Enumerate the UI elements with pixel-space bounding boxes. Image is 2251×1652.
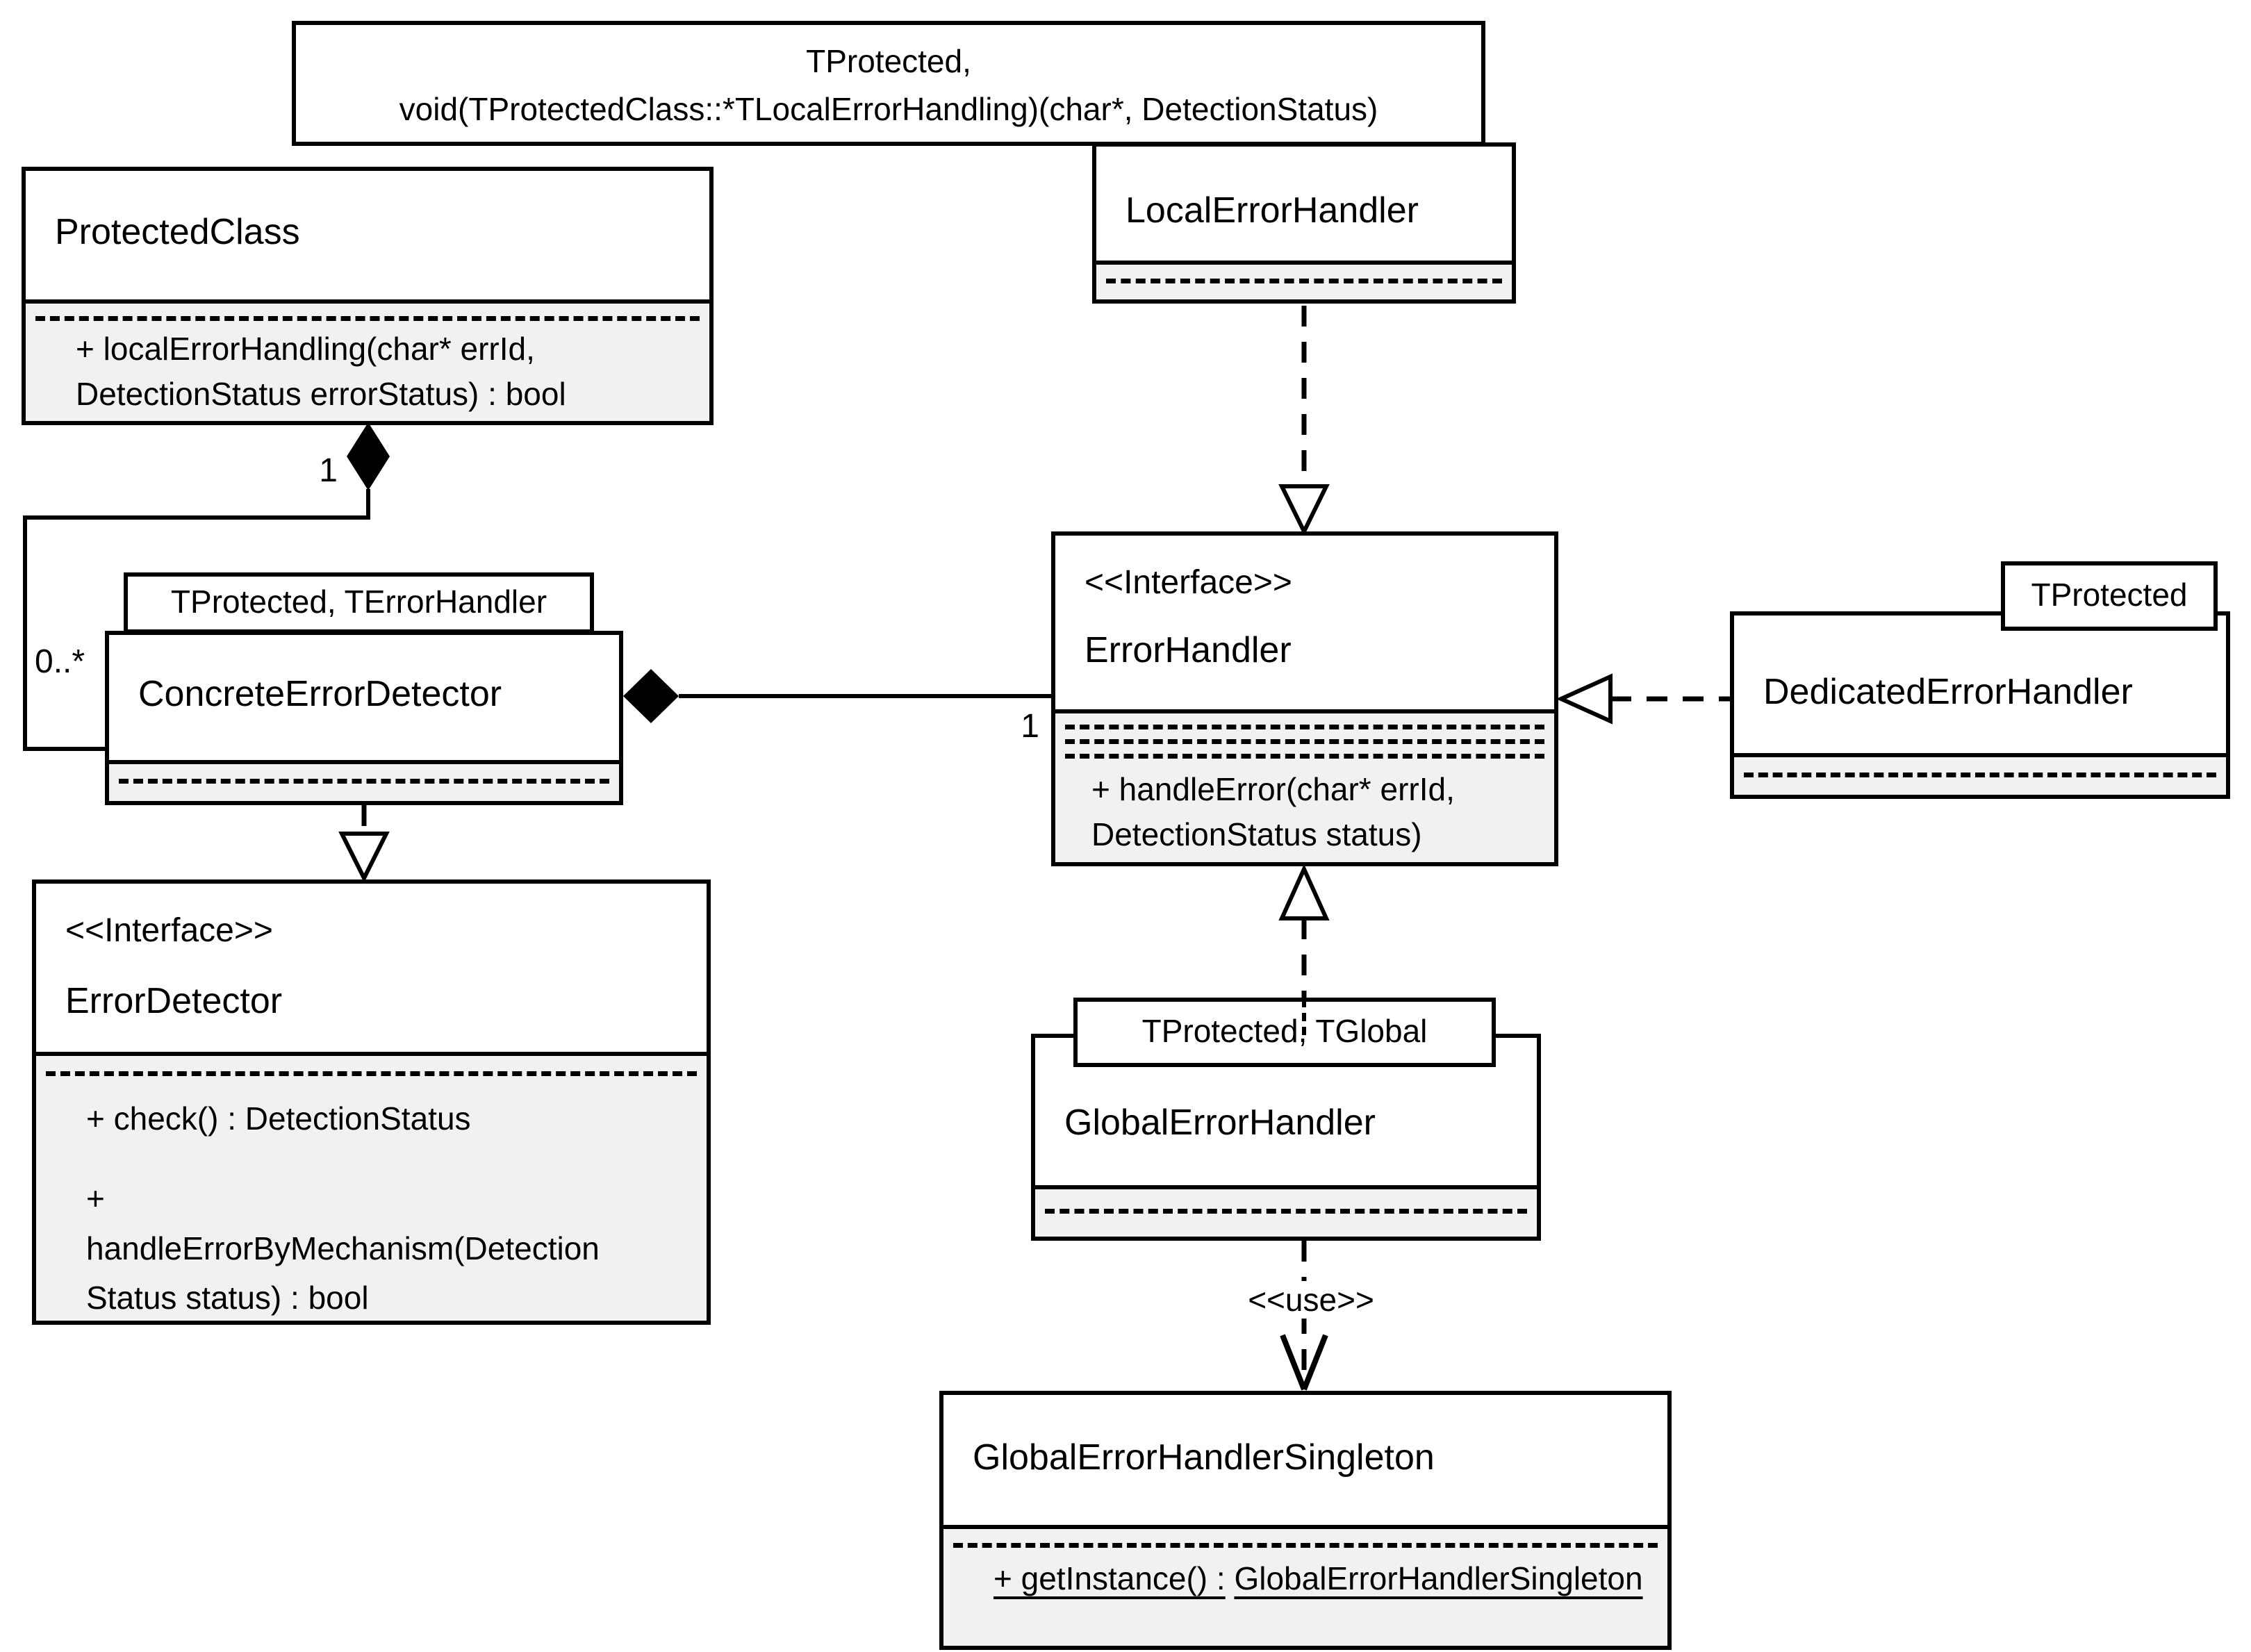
stereotype-label: <<Interface>> (1085, 564, 1292, 601)
class-concrete-error-detector: ConcreteErrorDetector (105, 631, 623, 805)
attributes-separator (1106, 279, 1502, 283)
template-param-line: TProtected, TGlobal (1141, 1013, 1428, 1049)
class-name: GlobalErrorHandlerSingleton (973, 1437, 1435, 1478)
attributes-separator (953, 1543, 1658, 1548)
attributes-separator (119, 779, 609, 784)
realization-triangle-errorhandler-bottom (1278, 864, 1330, 920)
members-compartment: + check() : DetectionStatus + handleErro… (36, 1052, 707, 1321)
class-global-error-handler-singleton: GlobalErrorHandlerSingleton + getInstanc… (939, 1391, 1672, 1650)
attributes-separator (35, 316, 700, 321)
members-compartment: + getInstance() : GlobalErrorHandlerSing… (943, 1525, 1667, 1646)
class-name: ErrorDetector (65, 981, 283, 1021)
realization-triangle-errordetector-top (338, 832, 390, 883)
operation: DetectionStatus status) (1091, 816, 1422, 853)
multiplicity-label-handler-end: 1 (1021, 708, 1039, 745)
template-params-global-error-handler: TProtected, TGlobal (1073, 998, 1496, 1067)
use-stereotype-label: <<use>> (1214, 1281, 1408, 1319)
attributes-separator (1045, 1209, 1527, 1214)
class-global-error-handler: GlobalErrorHandler (1031, 1034, 1541, 1241)
members-compartment: + localErrorHandling(char* errId, Detect… (26, 299, 709, 421)
class-dedicated-error-handler: DedicatedErrorHandler (1730, 611, 2230, 799)
class-name: DedicatedErrorHandler (1763, 672, 2133, 712)
multiplicity-label-protectedclass-end: 1 (319, 452, 338, 489)
template-params-dedicated-error-handler: TProtected (2001, 561, 2218, 631)
static-operation: + getInstance() : (993, 1560, 1226, 1596)
operation: + handleError(char* errId, (1091, 771, 1455, 807)
template-param-line: TProtected, TErrorHandler (170, 584, 547, 620)
composition-diamond-protectedclass (347, 422, 390, 490)
realization-triangle-errorhandler-right (1556, 673, 1613, 725)
attributes-separator (1744, 773, 2216, 777)
class-name: LocalErrorHandler (1126, 190, 1419, 231)
members-compartment (109, 760, 619, 801)
interface-error-handler: <<Interface>> ErrorHandler + handleError… (1051, 531, 1558, 866)
stereotype-label: <<Interface>> (65, 912, 273, 949)
attributes-separator (1065, 739, 1544, 744)
attributes-separator (1065, 754, 1544, 759)
members-compartment (1035, 1185, 1537, 1237)
class-name: ProtectedClass (55, 212, 300, 252)
class-local-error-handler: LocalErrorHandler (1092, 142, 1516, 304)
members-compartment (1734, 753, 2226, 795)
static-operation: GlobalErrorHandlerSingleton (1234, 1560, 1643, 1596)
class-protected-class: ProtectedClass + localErrorHandling(char… (22, 167, 714, 425)
operation: + (86, 1180, 105, 1217)
members-compartment: + handleError(char* errId, DetectionStat… (1055, 709, 1554, 862)
attributes-separator (1065, 725, 1544, 729)
interface-error-detector: <<Interface>> ErrorDetector + check() : … (32, 879, 711, 1325)
template-params-local-error-handler: TProtected, void(TProtectedClass::*TLoca… (292, 21, 1485, 146)
multiplicity-label-detector-end: 0..* (35, 643, 85, 680)
members-compartment (1096, 261, 1512, 299)
class-name: ConcreteErrorDetector (138, 674, 502, 714)
use-dependency-arrowhead (1280, 1334, 1328, 1391)
operation: DetectionStatus errorStatus) : bool (76, 376, 566, 413)
operation: + check() : DetectionStatus (86, 1100, 471, 1137)
operation: Status status) : bool (86, 1279, 369, 1316)
attributes-separator (46, 1071, 697, 1076)
composition-line-protectedclass-concreteerrordetector (23, 489, 370, 751)
template-param-line: void(TProtectedClass::*TLocalErrorHandli… (399, 91, 1378, 127)
template-param-line: TProtected (2031, 577, 2188, 613)
template-param-line: TProtected, (806, 43, 971, 79)
operation: handleErrorByMechanism(Detection (86, 1230, 600, 1266)
template-params-concrete-error-detector: TProtected, TErrorHandler (124, 572, 594, 634)
composition-diamond-concreteerrordetector (623, 669, 679, 723)
realization-line-overlay (1302, 999, 1306, 1035)
realization-triangle-errorhandler-top (1278, 484, 1330, 536)
class-name: GlobalErrorHandler (1064, 1102, 1376, 1143)
operation: + localErrorHandling(char* errId, (76, 331, 535, 367)
class-name: ErrorHandler (1085, 630, 1292, 670)
